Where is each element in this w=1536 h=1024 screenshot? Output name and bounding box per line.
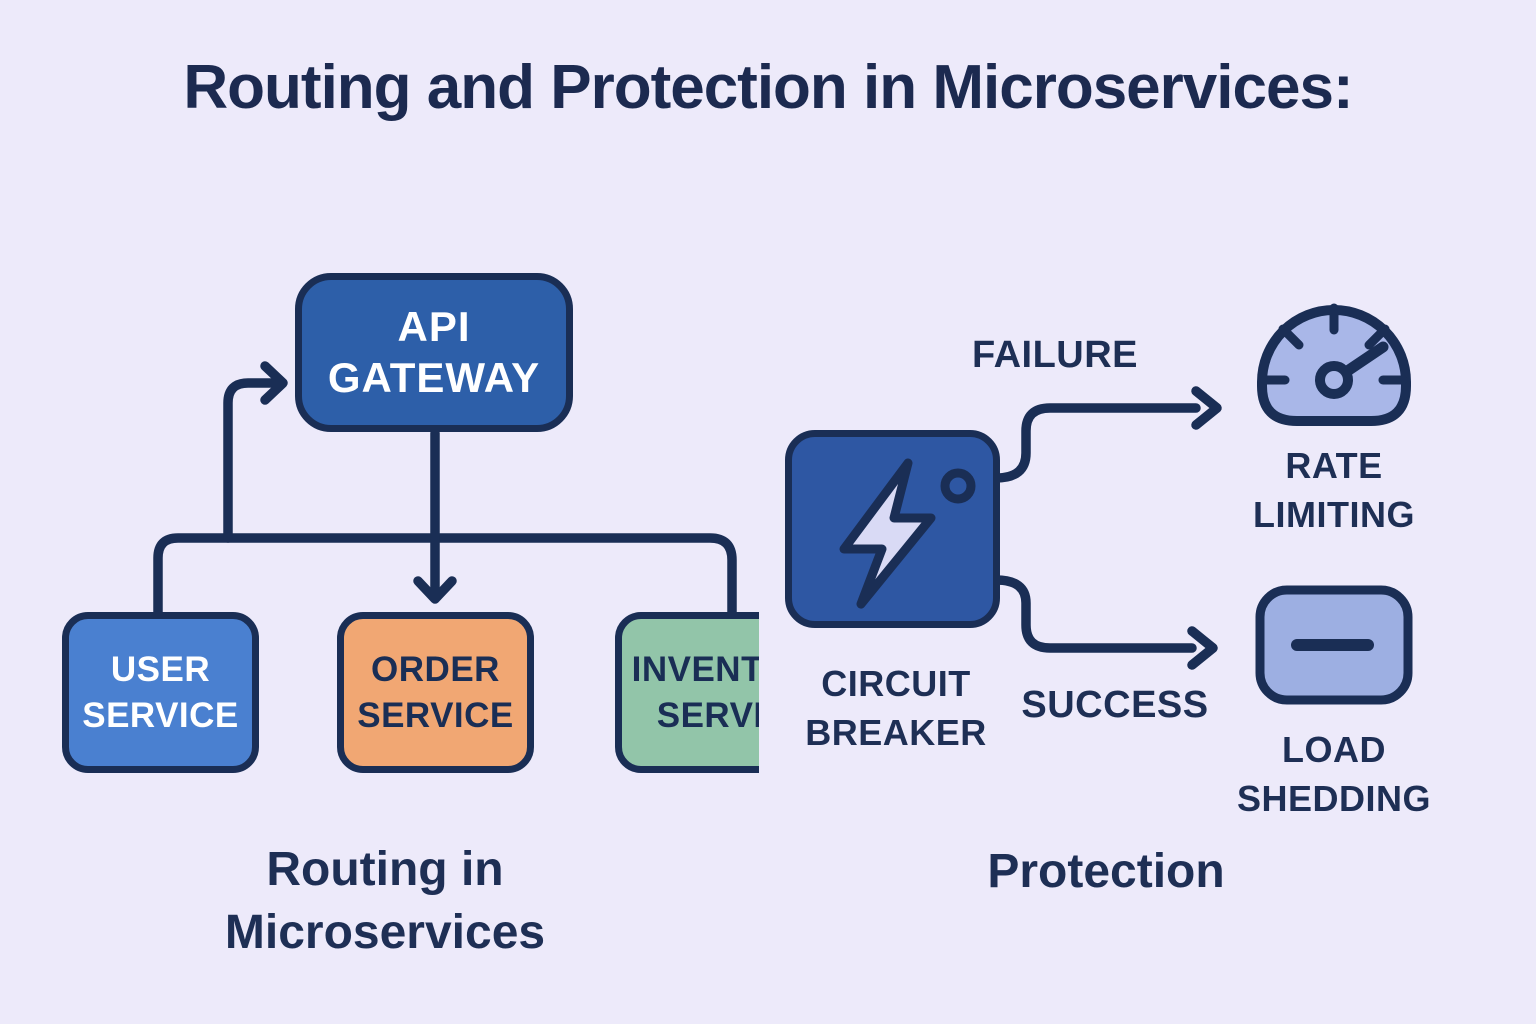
api-gateway-label-line1: API — [397, 303, 471, 351]
routing-caption-line1: Routing in — [266, 843, 504, 896]
success-label: SUCCESS — [1021, 684, 1209, 726]
api-gateway-box: API GATEWAY — [295, 273, 573, 432]
user-service-box: USER SERVICE — [62, 612, 259, 773]
failure-arrowhead — [1191, 386, 1222, 430]
order-service-box: ORDER SERVICE — [337, 612, 534, 773]
order-service-label-line1: ORDER — [371, 650, 500, 689]
gauge-hub — [1315, 361, 1353, 399]
page-title: Routing and Protection in Microservices: — [183, 53, 1353, 122]
user-service-label-line1: USER — [110, 650, 211, 689]
speedometer-gauge-icon — [1257, 303, 1411, 426]
routing-caption: Routing in Microservices — [140, 838, 630, 965]
success-arrow — [991, 575, 1197, 653]
order-service-label-line2: SERVICE — [357, 695, 514, 735]
minus-icon — [1255, 585, 1413, 705]
rate-limiting-label-line1: RATE — [1285, 445, 1383, 486]
failure-label: FAILURE — [971, 334, 1139, 376]
circuit-breaker-label-line1: CIRCUIT — [821, 663, 971, 704]
load-shedding-label: LOAD SHEDDING — [1224, 726, 1444, 824]
load-shedding-label-line1: LOAD — [1282, 729, 1386, 770]
inventory-service-label-line1: INVENTORY — [631, 650, 759, 689]
circuit-breaker-label: CIRCUIT BREAKER — [776, 660, 1016, 758]
user-service-label-line2: SERVICE — [82, 695, 239, 735]
gateway-to-order-arrowhead — [413, 576, 457, 604]
service-bus-line — [153, 533, 737, 617]
circuit-breaker-label-line2: BREAKER — [805, 711, 987, 753]
breaker-indicator-dot — [940, 468, 976, 504]
rate-limiting-label: RATE LIMITING — [1234, 442, 1434, 540]
inventory-service-clip: INVENTORY SERVICE — [615, 606, 759, 782]
failure-arrow — [991, 403, 1201, 483]
routing-caption-line2: Microservices — [224, 906, 546, 960]
user-to-gateway-arrow — [223, 378, 277, 543]
protection-caption: Protection — [987, 845, 1225, 898]
success-arrowhead — [1187, 626, 1218, 670]
inventory-service-box: INVENTORY SERVICE — [615, 612, 759, 773]
lightning-bolt-icon — [839, 458, 976, 609]
user-to-gateway-arrowhead — [260, 361, 288, 405]
api-gateway-label-line2: GATEWAY — [327, 353, 541, 401]
inventory-service-label-line2: SERVICE — [656, 695, 759, 735]
load-shedding-label-line2: SHEDDING — [1236, 777, 1432, 819]
rate-limiting-label-line2: LIMITING — [1253, 493, 1415, 535]
